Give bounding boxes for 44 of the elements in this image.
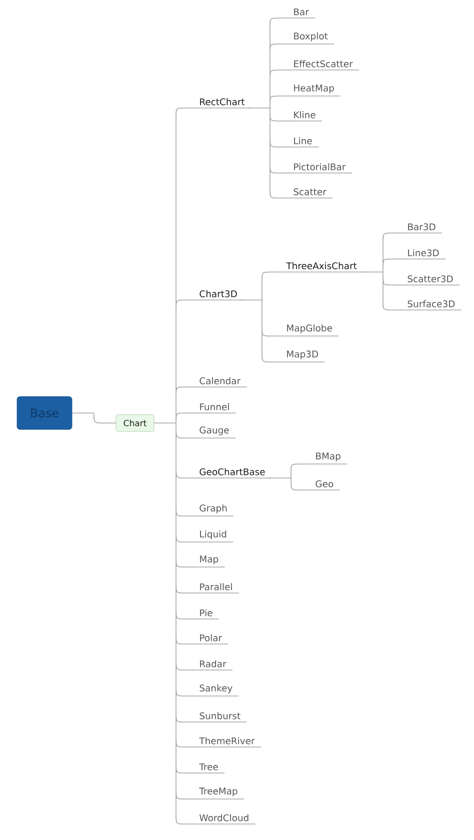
topic-label: BMap	[312, 452, 348, 464]
topic-label: TreeMap	[196, 788, 244, 800]
topic-label: ThreeAxisChart	[282, 262, 364, 272]
topic-label: RectChart	[196, 98, 252, 108]
topic-label: Graph	[196, 504, 234, 516]
root-topic-box: Base	[16, 396, 72, 430]
connector-line	[154, 108, 196, 824]
topic-label: Boxplot	[290, 32, 335, 44]
topic-label: Pie	[196, 609, 220, 620]
topic-label: GeoChartBase	[196, 468, 272, 478]
topic-label: PictorialBar	[290, 163, 352, 174]
topic-label: Geo	[312, 480, 340, 490]
topic-label: Map3D	[282, 350, 326, 362]
topic-label: WordCloud	[196, 814, 256, 824]
connector-line	[268, 464, 312, 490]
topic-label: Calendar	[196, 377, 248, 388]
topic-label: EffectScatter	[290, 60, 360, 70]
topic-label: Funnel	[196, 403, 236, 414]
topic-label: Gauge	[196, 426, 236, 438]
connector-line	[240, 272, 284, 362]
topic-label: Radar	[196, 660, 233, 670]
topic-label: Sunburst	[196, 712, 248, 722]
topic-label: Tree	[196, 763, 225, 774]
topic-label: Scatter3D	[404, 275, 460, 286]
topic-label: HeatMap	[290, 84, 342, 96]
topic-label: Polar	[196, 634, 229, 644]
topic-label: Sankey	[196, 684, 240, 696]
topic-label: Parallel	[196, 583, 240, 594]
topic-label: Bar	[290, 8, 316, 18]
topic-label: ThemeRiver	[196, 737, 262, 748]
topic-label: Chart3D	[196, 290, 244, 300]
topic-box: Chart	[116, 414, 154, 432]
topic-label: Bar3D	[404, 223, 442, 234]
topic-label: Line3D	[404, 249, 446, 260]
topic-label: Liquid	[196, 530, 234, 542]
connector-line	[72, 412, 116, 424]
topic-label: Surface3D	[404, 300, 462, 310]
topic-label: Scatter	[290, 188, 333, 198]
topic-label: MapGlobe	[282, 324, 340, 336]
connector-line	[360, 232, 404, 310]
topic-label: Line	[290, 137, 319, 148]
topic-label: Map	[196, 556, 226, 568]
topic-label: Kline	[290, 111, 322, 122]
connector-line	[248, 18, 290, 198]
